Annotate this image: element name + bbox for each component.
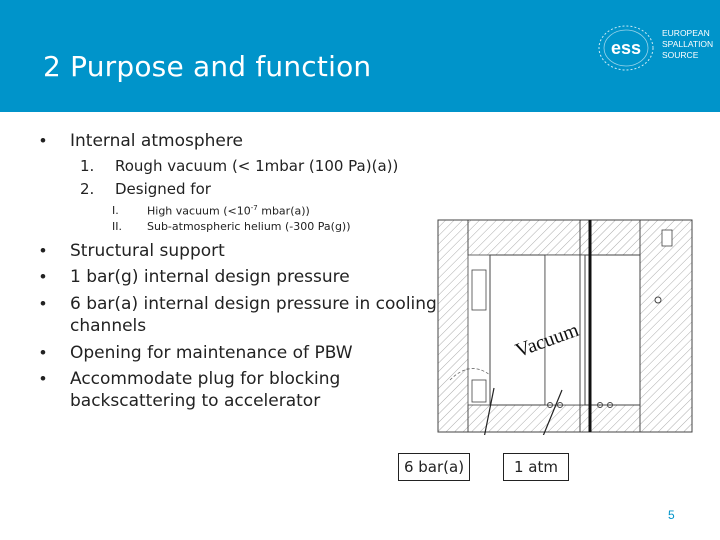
bullet-dot: • [40,241,46,260]
bullet-accommodate: Accommodate plug for blocking [70,369,341,389]
header-bar: 2 Purpose and function ess EUROPEAN SPAL… [0,0,720,112]
callout-6bar: 6 bar(a) [398,453,470,481]
bullet-dot: • [40,343,46,362]
bullet-internal-atmosphere: Internal atmosphere [70,131,243,151]
slide-title: 2 Purpose and function [43,50,372,83]
logo-line: EUROPEAN [662,28,710,38]
numbered-item-designed-for: Designed for [115,180,211,198]
bullet-6bar-cont: channels [70,316,147,336]
cross-section-diagram: Vacuum [437,219,693,435]
ess-logo-icon: ess [598,25,654,71]
bullet-dot: • [40,369,46,388]
bullet-opening: Opening for maintenance of PBW [70,343,353,363]
logo-text: EUROPEAN SPALLATION SOURCE [662,28,713,61]
bullet-dot: • [40,267,46,286]
callout-1atm: 1 atm [503,453,569,481]
bullet-dot: • [40,131,46,150]
bullet-1bar: 1 bar(g) internal design pressure [70,267,350,287]
logo-line: SPALLATION [662,39,714,49]
bullet-accommodate-cont: backscattering to accelerator [70,391,321,411]
number-1: 1. [80,157,95,175]
bullet-structural-support: Structural support [70,241,225,261]
page-number: 5 [668,508,675,522]
roman-item-high-vacuum: High vacuum (<10-7 mbar(a)) [147,204,310,218]
logo-line: SOURCE [662,50,699,60]
numbered-item-rough-vacuum: Rough vacuum (< 1mbar (100 Pa)(a)) [115,157,399,175]
svg-text:ess: ess [611,38,641,58]
bullet-6bar: 6 bar(a) internal design pressure in coo… [70,294,437,314]
bullet-dot: • [40,294,46,313]
number-2: 2. [80,180,95,198]
roman-2: II. [112,220,122,233]
roman-item-helium: Sub-atmospheric helium (-300 Pa(g)) [147,220,351,233]
roman-1: I. [112,204,119,217]
